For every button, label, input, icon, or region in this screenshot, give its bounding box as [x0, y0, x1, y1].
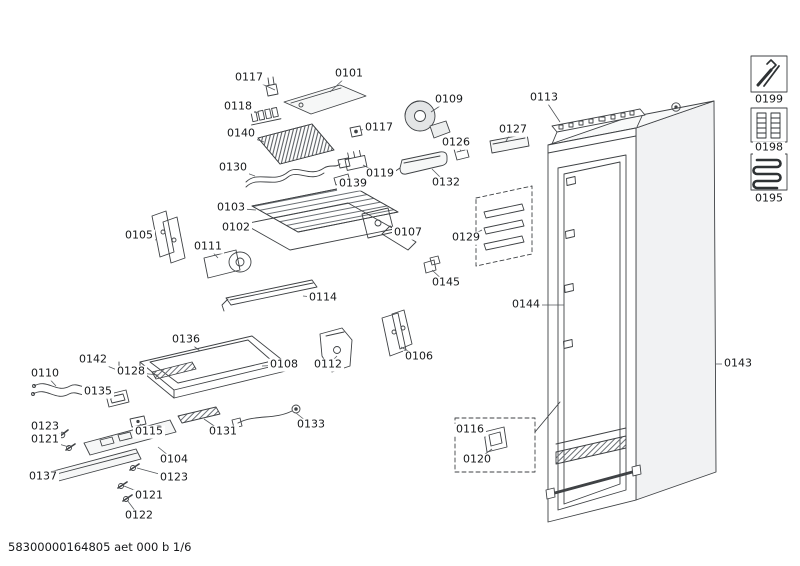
screw-icons — [58, 429, 140, 502]
clip-part-0145 — [423, 255, 441, 274]
tools-icon — [756, 59, 780, 87]
bracket-0112 — [319, 327, 353, 373]
kit-box-0116 — [454, 401, 561, 473]
clip-part-0142 — [115, 361, 123, 375]
air-duct — [393, 151, 448, 175]
wire-set — [31, 383, 91, 397]
door-mount-squares — [563, 176, 576, 349]
connector-blocks — [250, 106, 282, 126]
coil-icon — [752, 158, 782, 190]
small-bracket-0139 — [333, 173, 351, 186]
hinge-parts-icon — [756, 112, 781, 139]
clip-part-mid — [349, 125, 363, 138]
small-part-0126 — [453, 145, 470, 161]
legend-box-coil — [750, 153, 788, 191]
cover-plate-0127 — [489, 133, 530, 154]
legend-box-hinge — [750, 107, 788, 143]
condenser — [257, 123, 335, 165]
document-number: 58300000164805 aet 000 b 1/6 — [8, 540, 192, 554]
small-box-0135 — [105, 389, 130, 408]
fan-assembly — [404, 100, 451, 139]
legend-box-tools — [750, 55, 788, 93]
control-panel-strip — [551, 108, 646, 145]
bottom-heater-rod — [545, 464, 642, 500]
cabinet-body — [545, 100, 717, 523]
motor-assembly — [203, 249, 252, 279]
top-cover-panel — [283, 84, 367, 115]
control-fascia — [83, 419, 177, 456]
clip-part-top — [265, 76, 279, 97]
sensor-wire — [231, 404, 301, 429]
legend — [750, 55, 788, 191]
terminal-block — [344, 149, 368, 171]
bracket-pair-left — [151, 210, 186, 264]
grille-strip-0131 — [177, 406, 221, 424]
kit-box-0129 — [475, 185, 533, 267]
small-part-0115 — [129, 415, 147, 428]
base-tray — [139, 335, 287, 399]
evaporator — [251, 185, 399, 233]
wiring-harness — [245, 157, 351, 188]
support-rail — [221, 279, 318, 312]
top-vent-icon — [671, 102, 681, 112]
bracket-pair-right — [381, 309, 413, 357]
